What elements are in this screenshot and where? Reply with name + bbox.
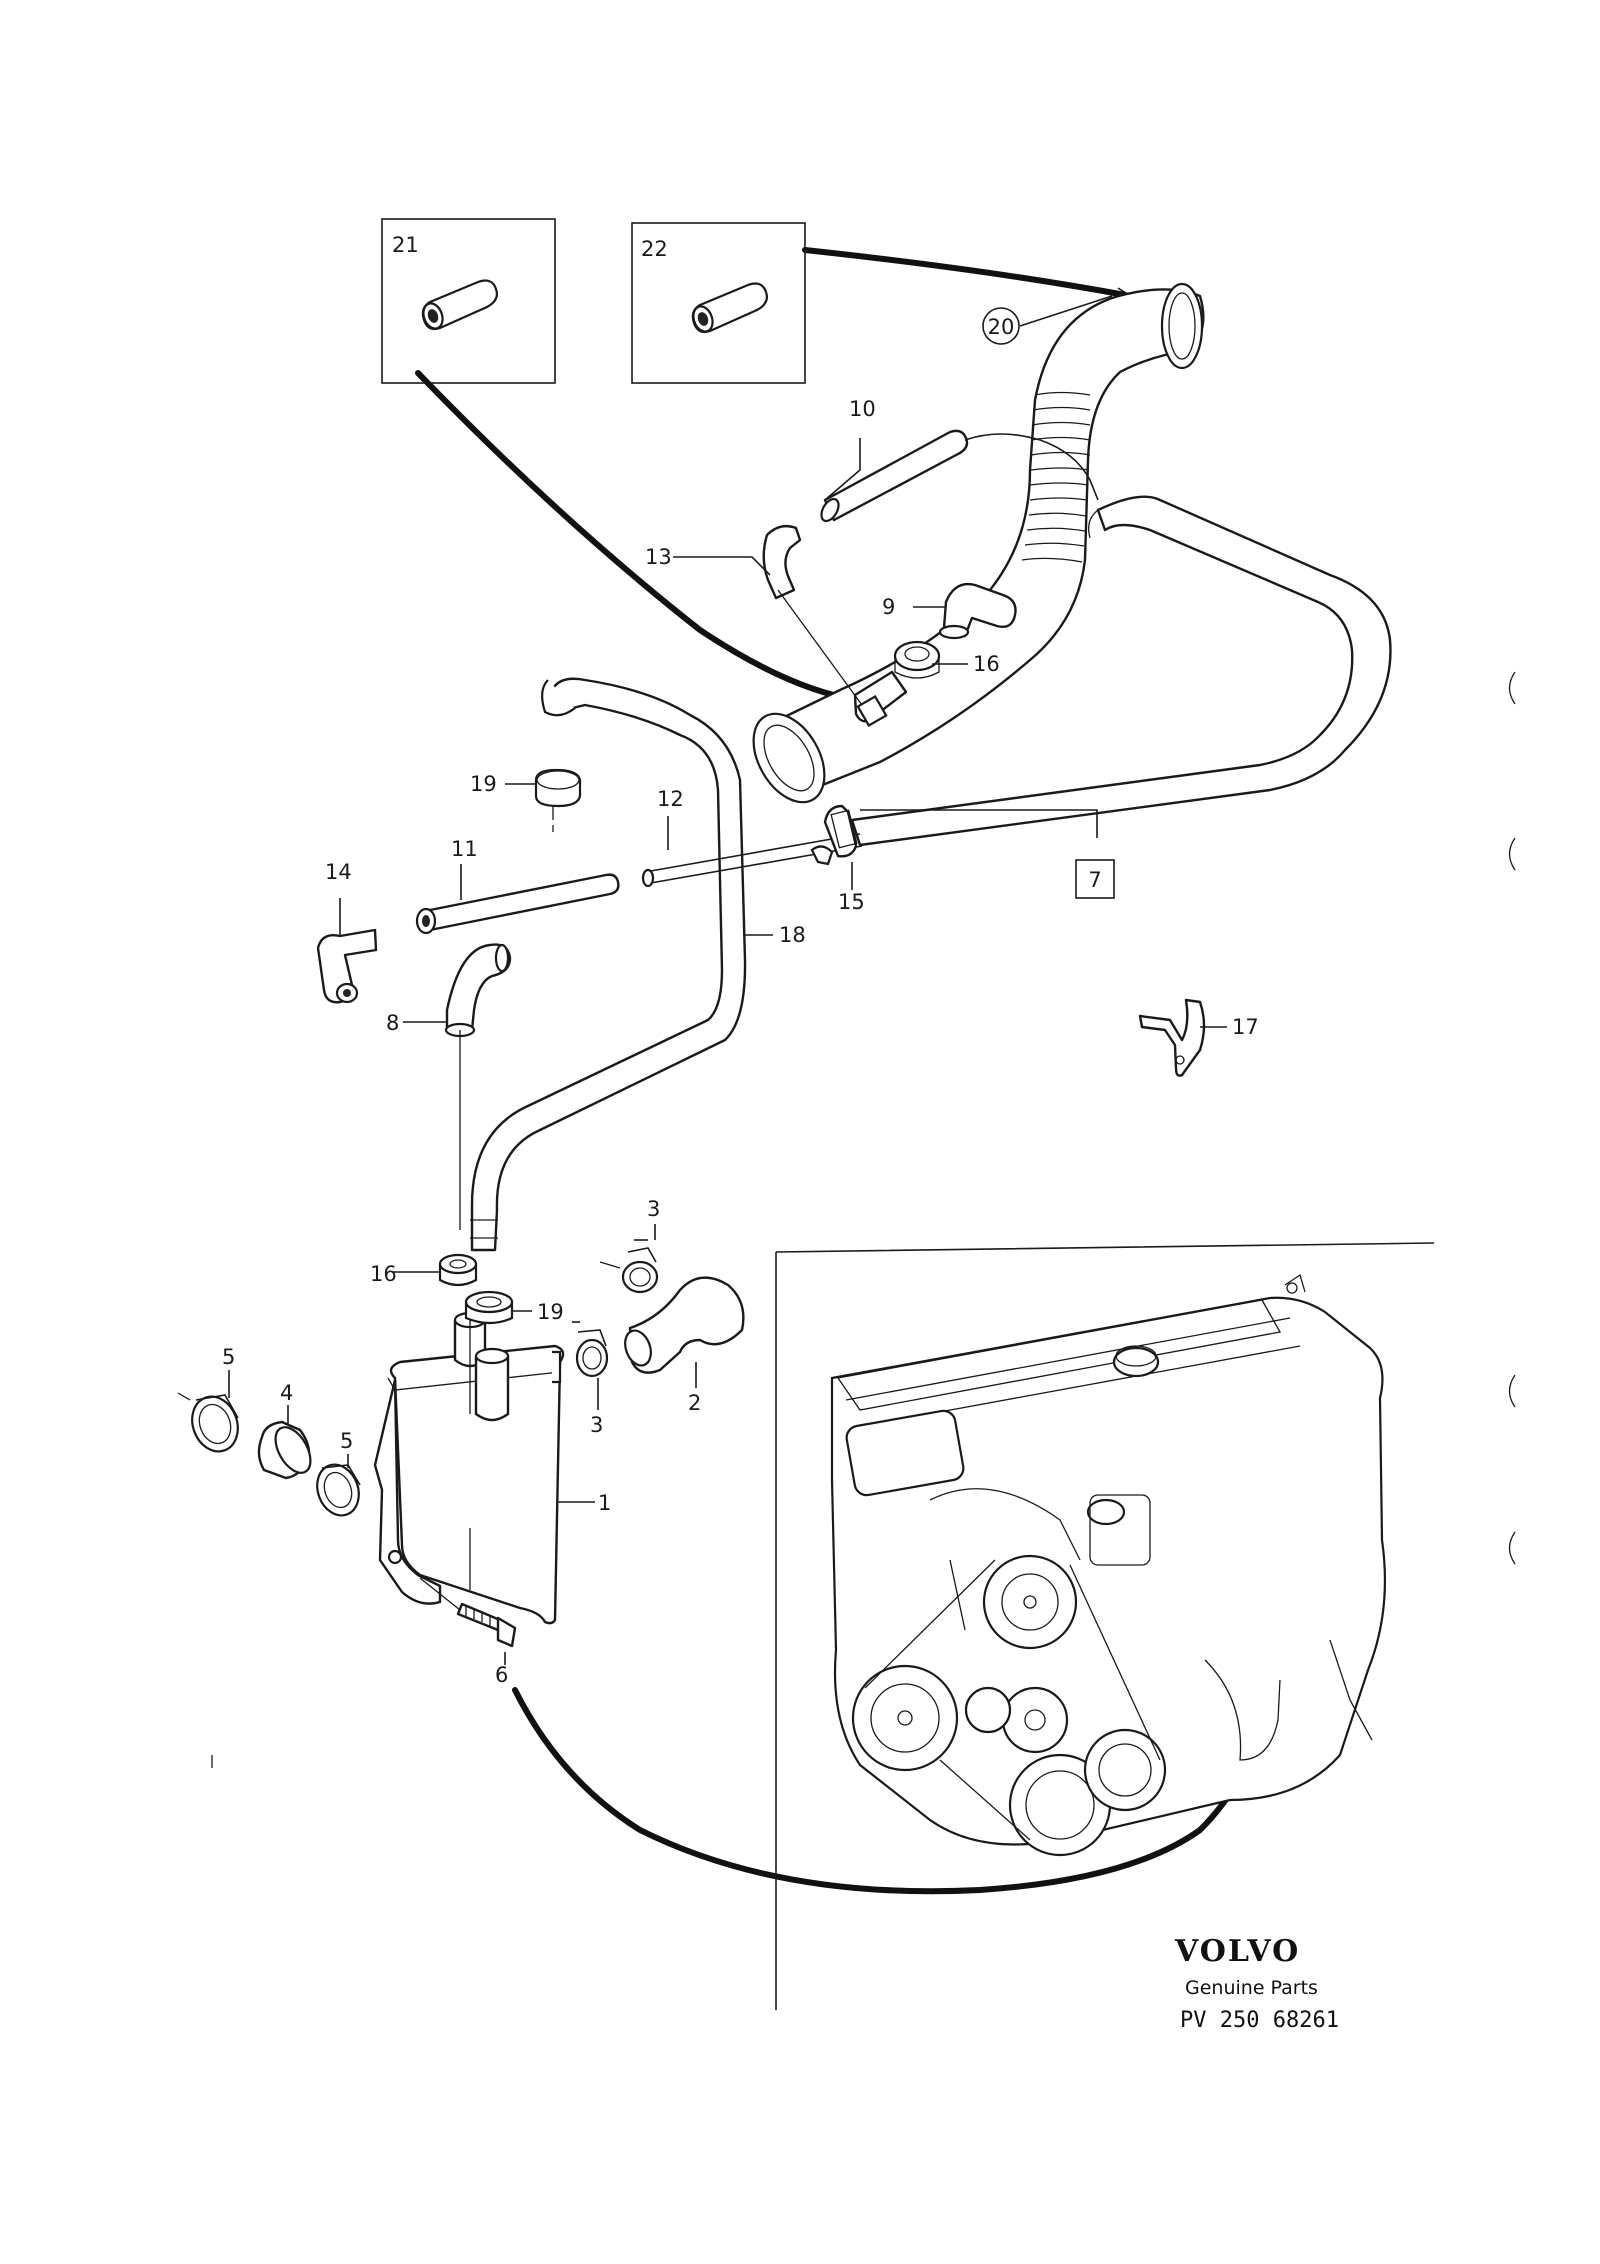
inset-box-22 — [631, 222, 806, 384]
part-valve-fitting — [853, 670, 908, 728]
label-7-box: 7 — [1075, 859, 1115, 899]
part-20-intake-hose — [752, 282, 1205, 804]
label-20: 20 — [988, 315, 1015, 339]
label-21: 21 — [392, 233, 419, 257]
label-5-right: 5 — [340, 1429, 353, 1453]
part-5-clamp-left — [177, 1392, 239, 1453]
part-9-fitting — [938, 582, 1017, 640]
drawing-code: PV 250 68261 — [1180, 2008, 1339, 2033]
label-3-upper: 3 — [647, 1197, 660, 1221]
part-3-clamp-lower — [572, 1321, 609, 1378]
part-15-clamp — [810, 804, 858, 866]
part-19-clamp-lower — [464, 1290, 514, 1325]
part-2-elbow-hose — [624, 1276, 745, 1374]
engine-inset-frame — [775, 1242, 1435, 2010]
label-12: 12 — [657, 787, 684, 811]
label-10: 10 — [849, 397, 876, 421]
label-22: 22 — [641, 237, 668, 261]
part-18-breather-hose — [470, 677, 747, 1252]
part-10-hose — [820, 429, 1099, 523]
label-3-lower: 3 — [590, 1413, 603, 1437]
label-5-left: 5 — [222, 1345, 235, 1369]
part-13-hose — [762, 524, 802, 600]
part-4-sleeve — [257, 1420, 312, 1480]
label-7: 7 — [1088, 868, 1101, 892]
label-15: 15 — [838, 890, 865, 914]
label-20-circle: 20 — [982, 307, 1020, 345]
label-9: 9 — [882, 595, 895, 619]
part-14-elbow — [316, 928, 378, 1004]
part-16-grommet-upper — [893, 640, 941, 679]
label-4: 4 — [280, 1381, 293, 1405]
part-17-bracket — [1138, 998, 1206, 1077]
label-16-upper: 16 — [973, 652, 1000, 676]
part-7-pipe — [850, 495, 1392, 847]
part-6-bolt — [419, 1577, 517, 1648]
sleeve-21 — [421, 279, 499, 331]
label-16-lower: 16 — [370, 1262, 397, 1286]
label-6: 6 — [495, 1663, 508, 1687]
label-11: 11 — [451, 837, 478, 861]
engine-illustration — [830, 1273, 1386, 1857]
leader-lines — [228, 295, 1227, 1665]
part-16-grommet-lower — [438, 1253, 478, 1287]
arrow-22-to-20 — [802, 247, 1128, 298]
part-8-elbow — [444, 943, 512, 1038]
sleeve-22 — [691, 282, 769, 334]
inset-box-21 — [381, 218, 556, 384]
part-19-clamp-upper — [534, 768, 582, 832]
part-5-clamp-right — [316, 1463, 361, 1517]
label-17: 17 — [1232, 1015, 1259, 1039]
label-8: 8 — [386, 1011, 399, 1035]
brand-tagline: Genuine Parts — [1185, 1977, 1318, 1999]
part-3-clamp-upper — [599, 1239, 659, 1294]
part-11-hose — [415, 873, 620, 935]
label-19-lower: 19 — [537, 1300, 564, 1324]
label-1: 1 — [598, 1491, 611, 1515]
brand-logo: VOLVO — [1174, 1934, 1300, 1969]
margin-marks — [211, 671, 1516, 1768]
branding-block: VOLVO Genuine Parts PV 250 68261 — [1174, 1934, 1339, 2033]
label-19-upper: 19 — [470, 772, 497, 796]
label-14: 14 — [325, 860, 352, 884]
part-1-oil-trap — [373, 1311, 565, 1625]
arrow-21-to-15 — [415, 370, 861, 703]
label-18: 18 — [779, 923, 806, 947]
label-13: 13 — [645, 545, 672, 569]
label-2: 2 — [688, 1391, 701, 1415]
